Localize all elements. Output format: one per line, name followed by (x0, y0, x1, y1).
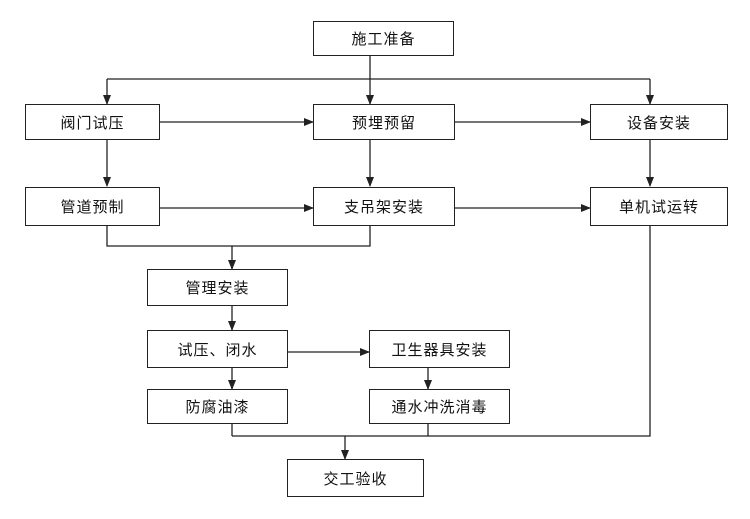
node-support-hanger-installation: 支吊架安装 (313, 187, 455, 226)
node-equipment-installation: 设备安装 (590, 104, 728, 140)
node-pipe-prefabrication: 管道预制 (25, 187, 160, 226)
edge-trial-to-handover (232, 226, 651, 437)
node-pipeline-installation: 管理安装 (147, 269, 288, 306)
node-flushing-disinfection: 通水冲洗消毒 (369, 389, 510, 424)
node-embedding-reservation: 预埋预留 (313, 104, 455, 140)
node-pressure-and-closed-water-test: 试压、闭水 (147, 330, 288, 368)
node-valve-pressure-test: 阀门试压 (25, 104, 160, 140)
node-sanitary-fixture-installation: 卫生器具安装 (369, 330, 510, 368)
node-single-unit-trial-run: 单机试运转 (590, 187, 728, 226)
node-anticorrosion-painting: 防腐油漆 (147, 389, 288, 424)
node-handover-acceptance: 交工验收 (287, 459, 424, 497)
node-construction-prep: 施工准备 (313, 21, 454, 56)
edge-prefab-merge (106, 226, 371, 247)
